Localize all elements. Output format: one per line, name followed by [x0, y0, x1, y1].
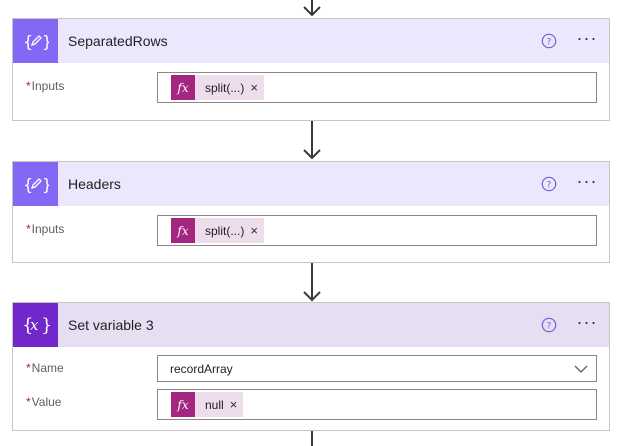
action-title[interactable]: SeparatedRows — [68, 33, 168, 49]
more-options-icon[interactable]: ··· — [576, 171, 598, 191]
dropdown-value: recordArray — [170, 362, 233, 376]
field-label: *Name — [26, 361, 64, 375]
required-mark: * — [26, 361, 31, 375]
arrow-head-icon — [303, 291, 321, 302]
inputs-field[interactable]: fx split(...) × — [157, 72, 597, 103]
field-label-text: Inputs — [31, 222, 65, 236]
help-icon[interactable]: ? — [541, 176, 557, 192]
fx-icon: fx — [171, 218, 195, 243]
action-card-header[interactable]: { } Headers ? ··· — [13, 162, 609, 206]
help-icon[interactable]: ? — [541, 317, 557, 333]
value-field[interactable]: fx null × — [157, 389, 597, 420]
svg-text:{: { — [22, 315, 33, 336]
remove-token-icon[interactable]: × — [250, 80, 258, 95]
action-card-separatedrows: { } SeparatedRows ? ··· *Inputs fx split… — [12, 18, 610, 121]
token-text: null — [205, 397, 224, 412]
expression-token[interactable]: fx split(...) × — [171, 75, 264, 100]
more-options-icon[interactable]: ··· — [576, 28, 598, 48]
variable-icon: { x } — [13, 303, 58, 347]
connector-arrow — [301, 263, 323, 303]
expression-token[interactable]: fx split(...) × — [171, 218, 264, 243]
field-label: *Inputs — [26, 79, 64, 93]
action-card-header[interactable]: { x } Set variable 3 ? ··· — [13, 303, 609, 347]
more-options-icon[interactable]: ··· — [576, 312, 598, 332]
required-mark: * — [26, 79, 31, 93]
remove-token-icon[interactable]: × — [229, 397, 238, 412]
fx-icon: fx — [171, 392, 195, 417]
required-mark: * — [26, 395, 31, 409]
help-icon[interactable]: ? — [541, 33, 557, 49]
action-card-body: *Inputs fx split(...) × — [13, 206, 609, 263]
svg-text:x: x — [30, 316, 39, 334]
fx-icon: fx — [171, 75, 195, 100]
field-label-text: Inputs — [31, 79, 65, 93]
action-card-header[interactable]: { } SeparatedRows ? ··· — [13, 19, 609, 63]
action-card-set-variable: { x } Set variable 3 ? ··· *Name recordA… — [12, 302, 610, 431]
svg-text:}: } — [41, 315, 50, 336]
svg-text:?: ? — [547, 38, 552, 48]
connector-arrow — [301, 0, 323, 18]
token-text: split(...) — [205, 80, 245, 95]
field-label-text: Name — [31, 361, 64, 375]
field-label: *Value — [26, 395, 61, 409]
token-text: split(...) — [205, 223, 245, 238]
svg-text:?: ? — [547, 181, 552, 191]
compose-icon: { } — [13, 19, 58, 63]
action-title[interactable]: Headers — [68, 176, 121, 192]
connector-arrow — [301, 431, 323, 446]
field-label-text: Value — [31, 395, 62, 409]
svg-text:{: { — [23, 32, 33, 51]
inputs-field[interactable]: fx split(...) × — [157, 215, 597, 246]
svg-text:{: { — [23, 175, 33, 194]
arrow-head-icon — [303, 149, 321, 160]
action-card-body: *Name recordArray *Value fx null × — [13, 347, 609, 431]
chevron-down-icon[interactable] — [574, 362, 588, 376]
svg-text:?: ? — [547, 322, 552, 332]
svg-text:}: } — [42, 32, 49, 51]
connector-arrow — [301, 121, 323, 161]
compose-icon: { } — [13, 162, 58, 206]
expression-token[interactable]: fx null × — [171, 392, 244, 417]
action-card-headers: { } Headers ? ··· *Inputs fx split(...) … — [12, 161, 610, 263]
svg-text:}: } — [42, 175, 49, 194]
action-title[interactable]: Set variable 3 — [68, 317, 154, 333]
arrow-head-icon — [303, 6, 321, 17]
required-mark: * — [26, 222, 31, 236]
remove-token-icon[interactable]: × — [250, 223, 258, 238]
action-card-body: *Inputs fx split(...) × — [13, 63, 609, 121]
field-label: *Inputs — [26, 222, 64, 236]
name-dropdown[interactable]: recordArray — [157, 355, 597, 382]
